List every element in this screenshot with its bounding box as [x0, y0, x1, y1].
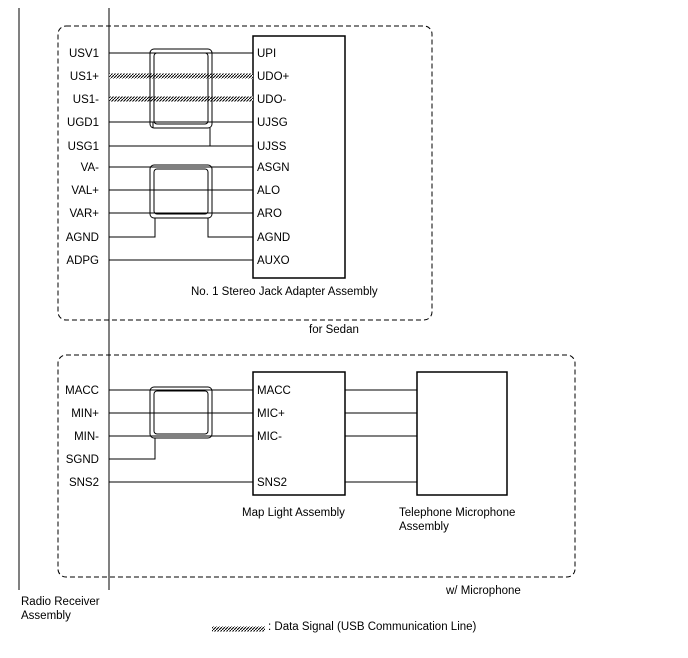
sedan-group-border	[57, 25, 433, 321]
telephone-microphone-label-line2: Assembly	[399, 521, 449, 533]
stereo-jack-adapter-label: No. 1 Stereo Jack Adapter Assembly	[191, 286, 378, 298]
pin-sgnd: SGND	[66, 454, 99, 466]
pin-var-plus: VAR+	[69, 208, 99, 220]
radio-receiver-outline	[18, 8, 110, 590]
pin-asgn: ASGN	[257, 162, 290, 174]
microphone-left-pin-labels: MACC MIN+ MIN- SGND SNS2	[65, 385, 99, 489]
usb-shield	[149, 48, 213, 129]
stereo-jack-adapter-box	[252, 35, 346, 279]
microphone-caption: w/ Microphone	[445, 585, 521, 597]
pin-us1-minus: US1-	[73, 94, 99, 106]
pin-min-plus: MIN+	[71, 408, 99, 420]
pin-mic-plus: MIC+	[257, 408, 285, 420]
pin-adpg: ADPG	[66, 255, 99, 267]
pin-sns2-right: SNS2	[257, 477, 287, 489]
pin-ugd1: UGD1	[67, 117, 99, 129]
pin-ujsg: UJSG	[257, 117, 288, 129]
sedan-wires	[109, 52, 253, 261]
pin-val-plus: VAL+	[71, 185, 99, 197]
pin-alo: ALO	[257, 185, 280, 197]
pin-upi: UPI	[257, 48, 276, 60]
pin-agnd-left: AGND	[66, 232, 99, 244]
pin-auxo: AUXO	[257, 255, 290, 267]
pin-usg1: USG1	[68, 141, 99, 153]
pin-udo-minus: UDO-	[257, 94, 287, 106]
telephone-microphone-label-line1: Telephone Microphone	[399, 507, 515, 519]
microphone-shield	[149, 386, 213, 439]
pin-macc-right: MACC	[257, 385, 291, 397]
map-light-label: Map Light Assembly	[242, 507, 345, 519]
telephone-microphone-box	[416, 371, 508, 496]
sedan-left-pin-labels: USV1 US1+ US1- UGD1 USG1 VA- VAL+ VAR+ A…	[66, 48, 100, 267]
sedan-right-pin-labels: UPI UDO+ UDO- UJSG UJSS ASGN ALO ARO AGN…	[257, 48, 290, 267]
pin-udo-plus: UDO+	[257, 71, 290, 83]
pin-sns2-left: SNS2	[69, 477, 99, 489]
map-light-pin-labels: MACC MIC+ MIC- SNS2	[257, 385, 291, 489]
pin-ujss: UJSS	[257, 141, 287, 153]
pin-agnd-right: AGND	[257, 232, 290, 244]
usb-data-lines	[109, 73, 253, 102]
microphone-wires	[109, 389, 417, 483]
radio-receiver-label-line1: Radio Receiver	[21, 596, 100, 608]
data-signal-legend-label: : Data Signal (USB Communication Line)	[268, 621, 477, 633]
pin-usv1: USV1	[69, 48, 99, 60]
pin-macc-left: MACC	[65, 385, 99, 397]
pin-us1-plus: US1+	[70, 71, 99, 83]
radio-receiver-label-line2: Assembly	[21, 610, 71, 622]
sedan-caption: for Sedan	[309, 324, 359, 336]
map-light-box	[252, 371, 346, 496]
pin-min-minus: MIN-	[74, 431, 99, 443]
pin-mic-minus: MIC-	[257, 431, 282, 443]
microphone-group-border	[57, 354, 576, 578]
pin-aro: ARO	[257, 208, 282, 220]
audio-shield	[149, 164, 213, 219]
pin-va-minus: VA-	[81, 162, 99, 174]
